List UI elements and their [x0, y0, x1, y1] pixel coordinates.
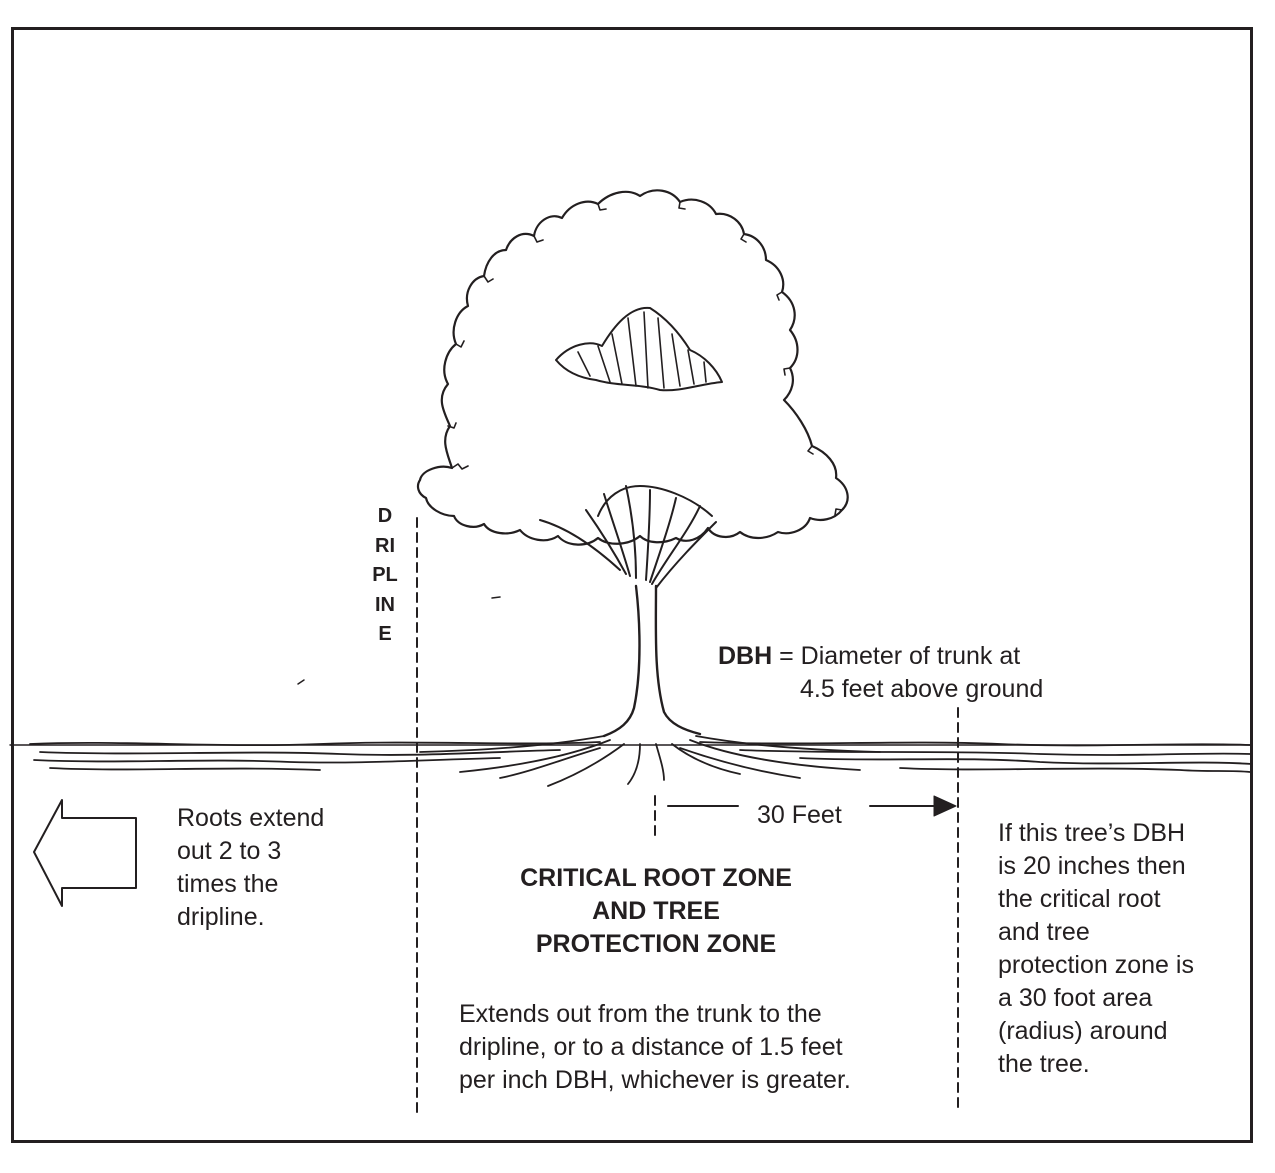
dbh-definition-text: = Diameter of trunk at — [772, 642, 1021, 670]
dbh-abbreviation: DBH — [718, 642, 773, 670]
tree-canopy-icon — [416, 189, 849, 546]
distance-label: 30 Feet — [757, 801, 842, 829]
roots-note: Roots extend out 2 to 3 times the dripli… — [177, 804, 325, 931]
tree-trunk-icon — [602, 584, 702, 738]
dripline-label: DRIPLINE — [372, 505, 398, 645]
ground-roots-icon — [9, 735, 1253, 787]
zone-title: CRITICAL ROOT ZONE AND TREE PROTECTION Z… — [520, 864, 792, 958]
left-arrow-icon — [33, 799, 137, 907]
right-arrow-icon — [933, 795, 957, 817]
dbh-definition: DBH = Diameter of trunk at 4.5 feet abov… — [718, 640, 1043, 706]
tree-branches-icon — [539, 485, 717, 589]
diagram-frame — [11, 27, 1253, 1143]
dbh-definition-line2: 4.5 feet above ground — [800, 675, 1044, 703]
canopy-gap-icon — [555, 306, 723, 392]
example-note: If this tree’s DBH is 20 inches then the… — [998, 819, 1194, 1078]
zone-description: Extends out from the trunk to the dripli… — [459, 1000, 851, 1094]
